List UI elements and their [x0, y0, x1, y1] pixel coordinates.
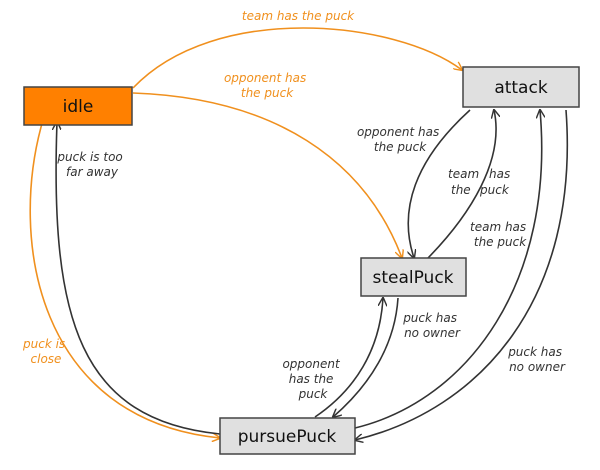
state-stealpuck-label: stealPuck [372, 268, 453, 288]
state-stealpuck[interactable]: stealPuck [360, 257, 467, 297]
edge-attack-to-pursuepuck [355, 109, 569, 440]
edge-idle-to-attack [132, 27, 462, 89]
label-puck-is-close: puck is close [22, 337, 69, 366]
edge-stealpuck-to-pursuepuck [333, 297, 399, 417]
state-pursuepuck[interactable]: pursuePuck [219, 417, 356, 455]
state-attack-label: attack [494, 78, 548, 98]
edge-pursuepuck-to-attack [354, 110, 542, 429]
edge-idle-to-stealpuck [132, 92, 402, 258]
state-idle-label: idle [63, 97, 94, 117]
label-team-has-puck-right: team has the puck [470, 220, 530, 249]
label-opponent-has-puck-orange: opponent has the puck [224, 71, 310, 100]
state-idle[interactable]: idle [23, 86, 133, 126]
label-opponent-has-puck-attack: opponent has the puck [357, 125, 443, 154]
label-puck-no-owner-steal: puck has no owner [402, 311, 461, 340]
state-pursuepuck-label: pursuePuck [238, 427, 337, 447]
label-team-has-puck-top: team has the puck [242, 9, 355, 23]
edge-idle-to-pursuepuck [29, 119, 220, 438]
label-puck-no-owner-attack: puck has no owner [507, 345, 566, 374]
edge-pursuepuck-to-idle [56, 122, 221, 435]
label-puck-too-far: puck is too far away [56, 150, 126, 179]
label-team-has-puck-inner: team has the puck [448, 167, 514, 197]
edge-attack-to-stealpuck [408, 109, 471, 258]
edge-pursuepuck-to-stealpuck [314, 298, 383, 418]
label-opponent-has-puck-pursue: opponent has the puck [282, 357, 343, 401]
edge-stealpuck-to-attack [427, 110, 496, 259]
state-attack[interactable]: attack [462, 66, 580, 108]
